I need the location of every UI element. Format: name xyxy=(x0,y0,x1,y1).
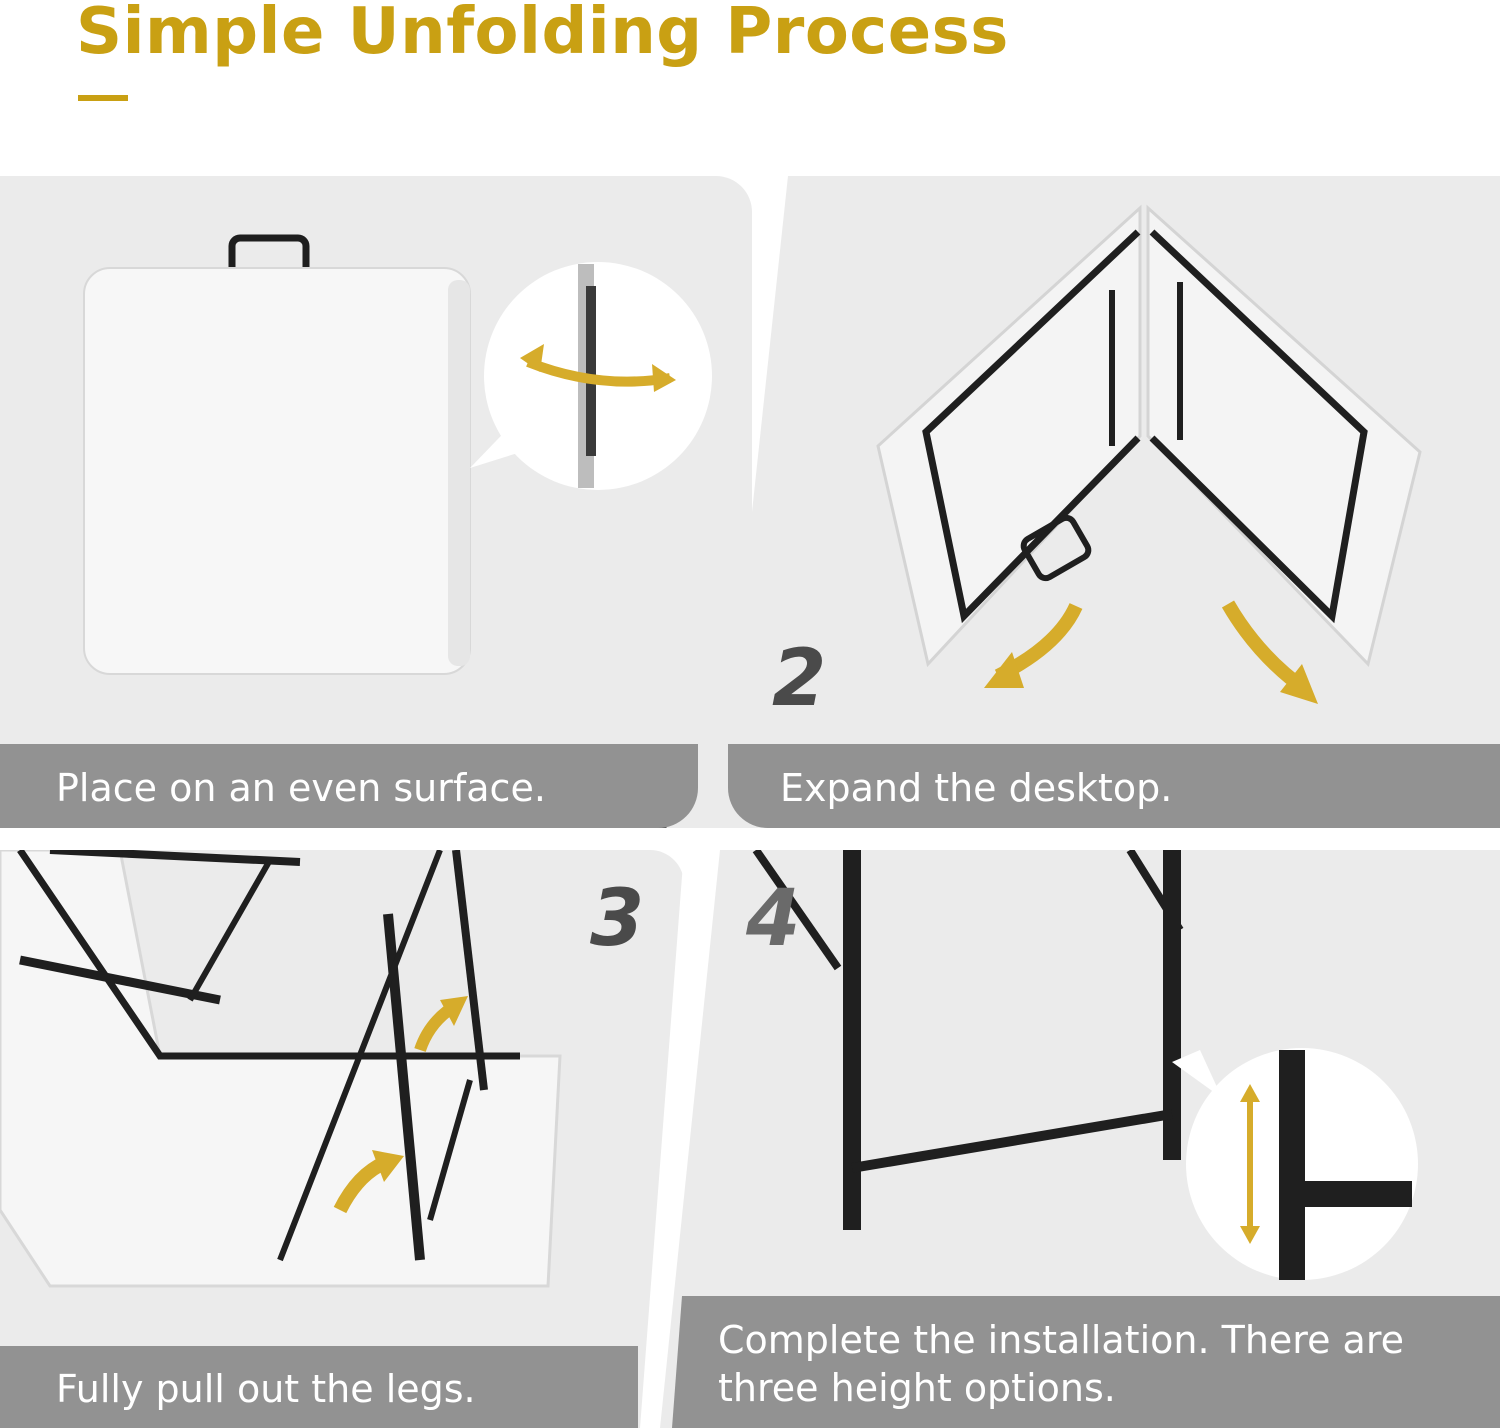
step-3-caption-band: Fully pull out the legs. xyxy=(0,1346,638,1428)
step-4-number: 4 xyxy=(746,874,801,964)
page-title: Simple Unfolding Process xyxy=(76,0,1009,69)
step-2-number: 2 xyxy=(772,634,827,724)
step-2-caption-band: Expand the desktop. xyxy=(728,744,1500,828)
step-4-caption-band: Complete the installation. There are thr… xyxy=(672,1296,1500,1428)
step-2-caption: Expand the desktop. xyxy=(780,766,1173,810)
step-3-caption: Fully pull out the legs. xyxy=(56,1367,476,1411)
pulling-legs-arrows-icon xyxy=(0,850,562,1288)
step-1-caption: Place on an even surface. xyxy=(56,766,546,810)
step-1-panel: 1 xyxy=(0,176,752,828)
step-4-caption: Complete the installation. There are thr… xyxy=(718,1318,1405,1410)
folded-table-with-latch-zoom-icon xyxy=(83,234,712,675)
step-2-panel: 2 xyxy=(728,176,1500,828)
title-underline xyxy=(78,95,128,101)
opening-table-arrows-icon xyxy=(876,204,1422,704)
step-3-panel: 3 xyxy=(0,850,684,1428)
height-adjust-zoom-icon xyxy=(752,850,1418,1280)
step-3-number: 3 xyxy=(590,874,645,964)
step-1-caption-band: Place on an even surface. xyxy=(0,744,698,828)
